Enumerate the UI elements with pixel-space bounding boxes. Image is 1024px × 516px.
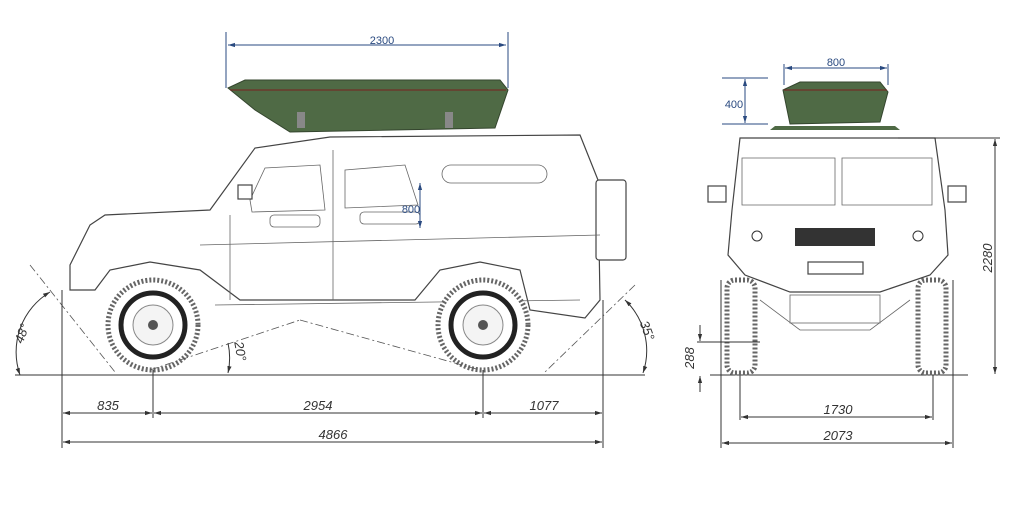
rear-overhang-label: 1077 [530, 398, 560, 413]
roof-box-height-label: 400 [725, 99, 743, 111]
departure-angle-label: 35° [637, 319, 658, 343]
front-overhang-label: 835 [97, 398, 119, 413]
breakover-angle-label: 20° [231, 339, 249, 362]
door-window-height-label: 800 [402, 204, 420, 216]
approach-angle-label: 48° [11, 322, 32, 346]
rear-wheel-side [435, 277, 531, 373]
ground-clearance-label: 288 [682, 346, 697, 369]
overall-height-label: 2280 [980, 243, 995, 274]
vehicle-front-body [707, 137, 967, 376]
roof-box-width-label: 800 [827, 57, 845, 69]
side-view: 2300 800 [11, 32, 658, 448]
roof-box-length-label: 2300 [370, 35, 394, 47]
overall-length-label: 4866 [319, 427, 349, 442]
front-wheel-side [105, 277, 201, 373]
wheelbase-label: 2954 [303, 398, 333, 413]
track-width-label: 1730 [824, 402, 854, 417]
front-view: 800 400 2280 288 [682, 57, 1000, 448]
roof-box-front [770, 81, 900, 130]
overall-width-label: 2073 [823, 428, 854, 443]
roof-box-side [227, 79, 509, 133]
